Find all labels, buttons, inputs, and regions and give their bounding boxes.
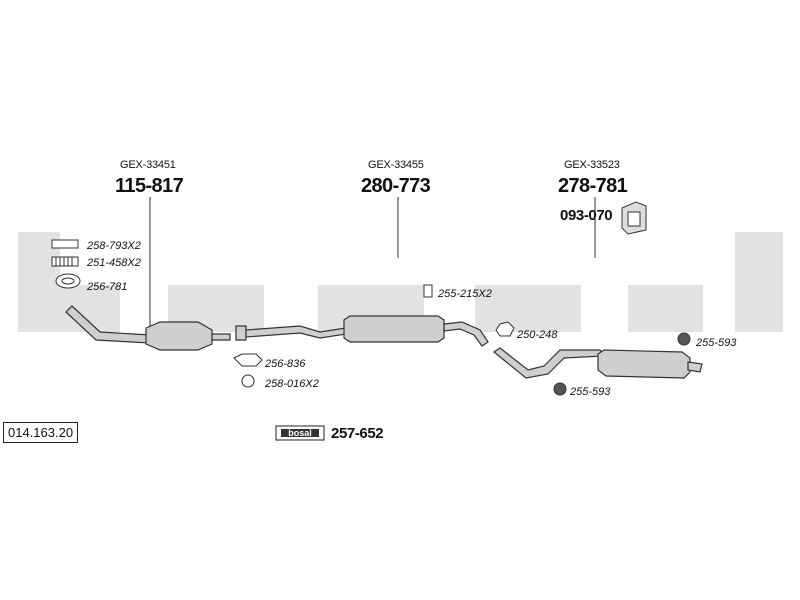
part-label-258-793X2: 258-793X2 [87, 240, 141, 252]
kit-logo: bosal [275, 425, 325, 441]
flange-gasket-icon [233, 353, 263, 367]
rear-pipe-silencer[interactable] [492, 347, 703, 379]
part-label-255-215X2: 255-215X2 [438, 288, 492, 300]
rubber-mount-icon [553, 382, 567, 396]
catalytic-converter [145, 321, 213, 351]
tail-pipe [687, 361, 703, 373]
middle-pipe-silencer[interactable] [235, 315, 489, 347]
kit-part-number: 257-652 [331, 425, 384, 442]
rear-silencer [597, 349, 691, 379]
part-label-255-593-b: 255-593 [570, 386, 611, 398]
kit-brand-text: bosal [288, 428, 312, 438]
small-parts [51, 239, 691, 396]
bracket-part-number: 093-070 [560, 207, 613, 224]
watermark-letter-l [735, 232, 783, 332]
bolt-icon [51, 239, 79, 249]
front-pipe-catalyst[interactable] [65, 305, 231, 351]
watermark-letter-b [18, 232, 60, 332]
part-label-255-593-a: 255-593 [696, 337, 737, 349]
clamp-ring-icon [495, 321, 515, 337]
gasket-ring-inner-icon [61, 277, 75, 285]
rubber-mount-icon [677, 332, 691, 346]
bosal-watermark [18, 232, 783, 332]
clamp-icon [423, 284, 433, 298]
part-number-2: 280-773 [361, 175, 431, 197]
middle-silencer [343, 315, 445, 343]
watermark-letter-a [475, 285, 581, 332]
gex-code-3: GEX-33523 [564, 159, 620, 171]
part-label-251-458X2: 251-458X2 [87, 257, 141, 269]
part-label-250-248: 250-248 [517, 329, 558, 341]
nut-icon [241, 374, 255, 388]
part-label-256-781: 256-781 [87, 281, 128, 293]
middle-pipe-rear [443, 321, 489, 347]
middle-pipe-flange [235, 325, 247, 341]
spring-icon [51, 256, 79, 267]
gex-code-2: GEX-33455 [368, 159, 424, 171]
watermark-letter-a-right [628, 285, 703, 332]
catalyst-outlet [211, 333, 231, 341]
leader-lines [149, 197, 596, 330]
gex-code-1: GEX-33451 [120, 159, 176, 171]
part-label-256-836: 256-836 [265, 358, 306, 370]
part-number-1: 115-817 [115, 175, 184, 197]
mounting-bracket-icon [621, 201, 647, 235]
reference-number-box: 014.163.20 [3, 422, 79, 443]
rear-pipe [492, 347, 606, 379]
part-label-258-016X2: 258-016X2 [265, 378, 319, 390]
part-number-3: 278-781 [558, 175, 628, 197]
